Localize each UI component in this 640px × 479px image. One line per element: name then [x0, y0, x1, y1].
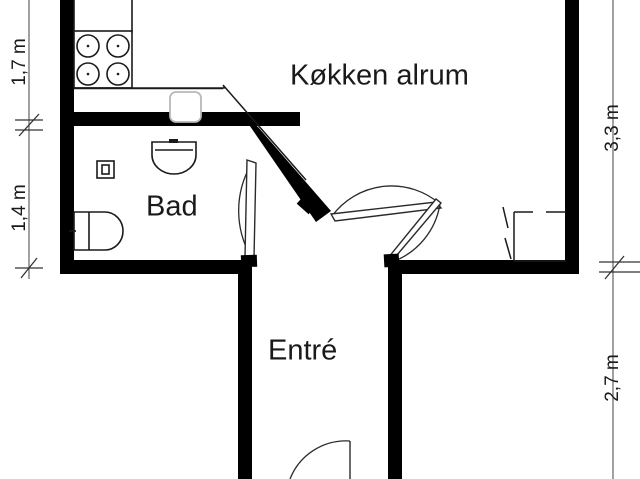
built-in-closet — [502, 206, 566, 262]
bathroom-fixtures — [69, 139, 197, 251]
closet-door-mark-2 — [504, 237, 512, 260]
bottom-door-arc — [289, 440, 351, 479]
dimension-right: 3,3 m 2,7 m — [599, 0, 640, 479]
bathroom-floor-fixture-outer — [96, 160, 115, 179]
dimension-right-tick-middle — [599, 255, 640, 280]
wall-exterior-right-upper — [565, 0, 579, 274]
kitchen-door-hinge — [296, 191, 320, 215]
dimension-label-left-lower: 1,4 m — [9, 184, 30, 232]
closet-outline — [513, 211, 566, 262]
dimension-left-tick-middle — [15, 113, 43, 137]
bathroom-door-leaf-body — [244, 159, 257, 259]
stove-burner-3 — [76, 62, 100, 86]
stove-burner-2 — [106, 34, 130, 58]
washbasin-tap — [169, 139, 178, 143]
stove-burner-dot-3 — [86, 72, 90, 76]
kitchen-door-arc — [331, 185, 441, 217]
stove-burner-dot-4 — [116, 72, 120, 76]
wall-bathroom-bottom — [60, 260, 252, 274]
bathroom-door-hinge — [240, 254, 258, 268]
stove-burner-4 — [106, 62, 130, 86]
wall-group — [60, 0, 579, 479]
kitchen-appliance — [169, 91, 202, 123]
stove-body — [73, 30, 133, 89]
stove-burners — [76, 34, 130, 86]
dimension-left: 1,7 m 1,4 m — [9, 0, 43, 279]
room-label-entrance: Entré — [268, 335, 337, 367]
dimension-label-left-upper: 1,7 m — [9, 38, 30, 86]
entrance-door-hinge — [383, 253, 400, 268]
stove-burner-dot-1 — [86, 44, 90, 48]
closet-door-mark-1 — [502, 206, 509, 229]
room-labels: Køkken alrum Bad Entré — [146, 60, 469, 367]
kitchen-upper-cabinet — [73, 0, 133, 33]
dimension-label-right-lower: 2,7 m — [602, 354, 623, 402]
door-group — [238, 159, 443, 479]
wall-entrance-left — [238, 260, 252, 479]
wall-entrance-right — [388, 260, 402, 479]
bathroom-toilet-bowl — [73, 211, 124, 251]
bathroom-floor-fixture-inner — [101, 164, 110, 175]
stove-burner-1 — [76, 34, 100, 58]
dimension-left-tick-bottom — [15, 257, 43, 279]
bathroom-washbasin — [151, 141, 197, 175]
kitchen-counter-diagonal — [222, 84, 307, 181]
wall-lower-room-top — [388, 260, 579, 274]
dimension-label-right-upper: 3,3 m — [602, 104, 623, 152]
kitchen-fixtures — [73, 0, 307, 181]
room-label-bathroom: Bad — [146, 191, 198, 223]
wall-top-stub — [60, 0, 74, 30]
stove-burner-dot-2 — [116, 44, 120, 48]
room-label-kitchen: Køkken alrum — [290, 60, 469, 92]
entrance-door-arc — [391, 203, 441, 263]
wall-exterior-left-lower — [60, 112, 74, 274]
